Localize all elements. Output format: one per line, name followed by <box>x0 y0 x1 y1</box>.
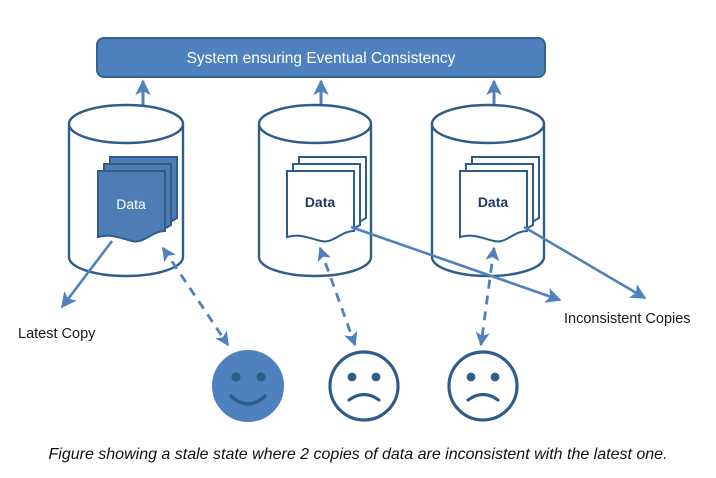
document-label-1: Data <box>116 196 146 212</box>
title-banner-label: System ensuring Eventual Consistency <box>187 50 456 67</box>
document-label-2: Data <box>305 194 336 210</box>
sad-face-icon-2 <box>328 350 400 422</box>
cylinder-top-1 <box>67 103 185 145</box>
cylinder-top-2 <box>257 103 373 145</box>
face-eye-right-1 <box>256 372 266 382</box>
dashed-link-db-3 <box>475 246 500 347</box>
face-circle-3 <box>447 350 519 422</box>
cylinder-top-3 <box>430 103 546 145</box>
latest-copy-label: Latest Copy <box>18 326 96 342</box>
face-eye-left-2 <box>347 372 357 382</box>
face-circle-2 <box>328 350 400 422</box>
face-eye-right-2 <box>371 372 381 382</box>
inconsistent-copies-label: Inconsistent Copies <box>564 311 691 327</box>
document-label-3: Data <box>478 194 509 210</box>
face-mouth-frown-2 <box>347 392 381 402</box>
face-eye-left-1 <box>231 372 241 382</box>
sad-face-icon-3 <box>447 350 519 422</box>
latest-copy-arrow <box>60 240 114 309</box>
inconsistent-arrow-db-3 <box>523 225 647 300</box>
document-front-2 <box>286 170 355 243</box>
face-mouth-frown-3 <box>466 392 500 402</box>
face-eye-right-3 <box>490 372 500 382</box>
title-banner-box <box>96 37 546 78</box>
face-circle-1 <box>212 350 284 422</box>
document-stack-2: Data <box>286 156 367 243</box>
title-banner: System ensuring Eventual Consistency <box>96 37 546 78</box>
happy-face-icon <box>212 350 284 422</box>
document-stack-1: Data <box>97 156 178 243</box>
inconsistent-arrow-db-2 <box>350 225 562 303</box>
document-front-1 <box>97 170 166 243</box>
document-stack-3: Data <box>459 156 540 243</box>
latest-copy-pointer: Latest Copy <box>18 240 114 342</box>
face-mouth-smile-1 <box>229 394 267 406</box>
dashed-link-db-2 <box>317 246 358 347</box>
document-front-3 <box>459 170 528 243</box>
face-eye-left-3 <box>466 372 476 382</box>
figure-caption: Figure showing a stale state where 2 cop… <box>48 446 667 463</box>
inconsistent-copies-pointer: Inconsistent Copies <box>350 225 691 327</box>
dashed-link-db-1 <box>161 246 230 347</box>
face-db-dashed-links <box>161 246 500 347</box>
